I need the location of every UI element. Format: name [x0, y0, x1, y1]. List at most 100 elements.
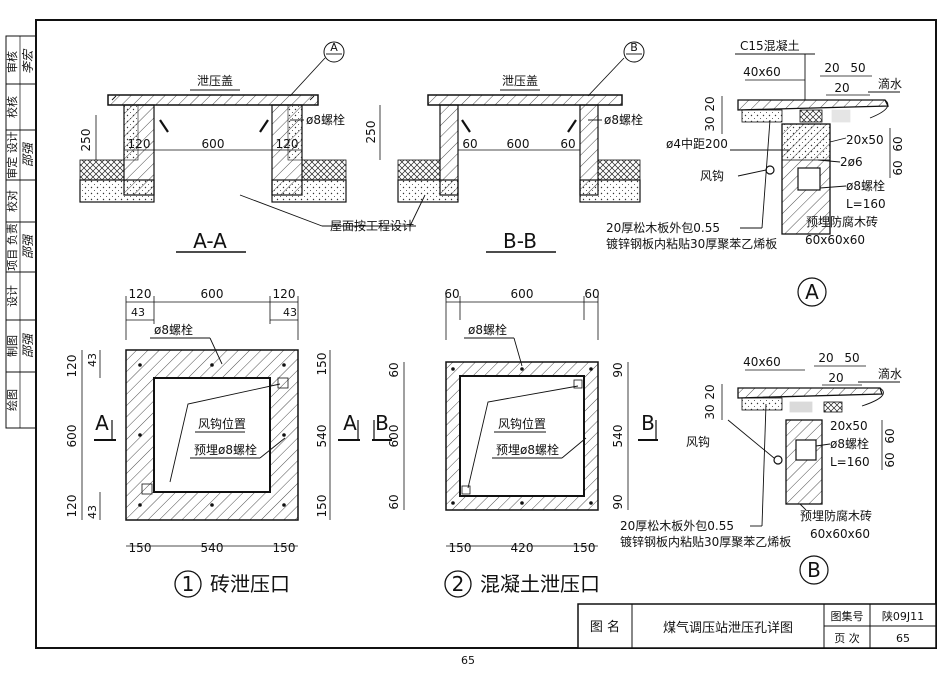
p2-top-dim-left: 60 [444, 287, 459, 301]
p1-top-small-right: 43 [283, 306, 297, 319]
p1-left-dim-center: 600 [65, 425, 79, 448]
tb-page-label: 页 次 [834, 631, 860, 645]
da-size: 20x50 [846, 133, 884, 147]
p1-top-small-left: 43 [131, 306, 145, 319]
da-block-size: 60x60x60 [805, 233, 865, 247]
p2-cut-right: B [641, 411, 655, 435]
aa-callout: A [330, 41, 338, 54]
p1-title: 砖泄压口 [210, 572, 290, 596]
db-block: 预埋防腐木砖 [800, 508, 872, 523]
p1-top-dim-right: 120 [273, 287, 296, 301]
bb-dim-right: 60 [560, 137, 575, 151]
p2-left-dim-bottom: 60 [387, 494, 401, 509]
da-rebar: 2ø6 [840, 155, 863, 169]
p1-right-dim-top: 150 [315, 353, 329, 376]
p1-top-dim-left: 120 [129, 287, 152, 301]
p2-number: 2 [452, 572, 465, 596]
bb-dim-left: 60 [462, 137, 477, 151]
p1-left-small-top: 43 [86, 353, 99, 367]
roof-note: 屋面按工程设计 [330, 218, 414, 233]
tb-atlas-no: 陕09J11 [882, 609, 924, 623]
p1-left-small-bottom: 43 [86, 505, 99, 519]
da-block: 预埋防腐木砖 [806, 214, 878, 229]
p1-left-dim-top: 120 [65, 355, 79, 378]
p1-embed-bolt: 预埋ø8螺栓 [194, 442, 257, 457]
db-drip: 滴水 [878, 366, 902, 381]
p1-number: 1 [182, 572, 195, 596]
signature-sidebar: 审核 李宏 校核 审定 设计 邵强 校对 项目 负责 邵强 设计 制图 邵强 绘… [5, 35, 37, 429]
p1-cut-right: A [343, 411, 357, 435]
db-bolt: ø8螺栓 [830, 436, 869, 451]
da-v2: 60 [891, 160, 905, 175]
sidebar-label-8: 绘图 [5, 389, 19, 411]
da-bolt: ø8螺栓 [846, 178, 885, 193]
db-d2: 20 [818, 351, 833, 365]
sidebar-sign-7: 邵强 [21, 333, 35, 358]
sidebar-sign-1: 李宏 [21, 48, 35, 74]
da-h1: 30 [703, 116, 717, 131]
db-v1: 60 [883, 428, 897, 443]
p2-hook-pos: 风钩位置 [498, 416, 546, 431]
da-d4: 20 [834, 81, 849, 95]
db-v2: 60 [883, 452, 897, 467]
p1-bottom-dim-right: 150 [273, 541, 296, 555]
db-length: L=160 [830, 455, 870, 469]
p2-right-dim-bottom: 90 [611, 494, 625, 509]
bb-dim-height: 250 [364, 121, 378, 144]
p1-bottom-dim-center: 540 [201, 541, 224, 555]
bb-callout: B [630, 41, 638, 54]
db-d3: 50 [844, 351, 859, 365]
section-aa: 250 120 600 120 泄压盖 A ø8螺栓 A-A [79, 41, 347, 253]
bb-bolt-label: ø8螺栓 [604, 112, 643, 127]
sidebar-sign-3: 邵强 [21, 142, 35, 167]
aa-dim-left: 120 [128, 137, 151, 151]
db-note2: 镀锌钢板内粘贴30厚聚苯乙烯板 [620, 534, 791, 549]
db-size: 20x50 [830, 419, 868, 433]
detail-a: C15混凝土 40x60 20 50 20 滴水 30 20 20x50 2ø6… [606, 38, 905, 307]
detail-b: 40x60 20 50 20 滴水 30 20 20x50 ø8螺栓 L=160… [620, 351, 902, 585]
p2-bottom-dim-right: 150 [573, 541, 596, 555]
da-note1: 20厚松木板外包0.55 [606, 221, 720, 235]
p2-title: 混凝土泄压口 [480, 572, 600, 596]
title-block: 图 名 煤气调压站泄压孔详图 图集号 陕09J11 页 次 65 [577, 603, 937, 649]
da-d3: 50 [850, 61, 865, 75]
bb-dim-center: 600 [507, 137, 530, 151]
da-d2: 20 [824, 61, 839, 75]
da-bar: ø4中距200 [666, 136, 728, 151]
p2-left-dim-top: 60 [387, 362, 401, 377]
p1-left-dim-bottom: 120 [65, 495, 79, 518]
aa-cover-label: 泄压盖 [197, 74, 233, 88]
sidebar-label-1: 审核 [5, 51, 19, 73]
p1-bottom-dim-left: 150 [129, 541, 152, 555]
p1-right-dim-bottom: 150 [315, 495, 329, 518]
p1-top-dim-center: 600 [201, 287, 224, 301]
da-note2: 镀锌钢板内粘贴30厚聚苯乙烯板 [606, 236, 777, 251]
db-hook: 风钩 [686, 435, 710, 449]
db-h2: 20 [703, 384, 717, 399]
p2-right-dim-center: 540 [611, 425, 625, 448]
db-note1: 20厚松木板外包0.55 [620, 519, 734, 533]
da-concrete: C15混凝土 [740, 38, 800, 53]
p2-bottom-dim-center: 420 [511, 541, 534, 555]
sidebar-sign-5: 邵强 [21, 234, 35, 259]
db-d4: 20 [828, 371, 843, 385]
bb-title: B-B [503, 229, 537, 253]
db-callout: B [807, 558, 821, 582]
aa-dim-right: 120 [276, 137, 299, 151]
section-bb: 250 60 600 60 泄压盖 B ø8螺栓 B-B [364, 41, 645, 253]
p2-top-dim-right: 60 [584, 287, 599, 301]
da-callout: A [805, 280, 819, 304]
tb-page-no: 65 [896, 632, 910, 645]
p2-bottom-dim-left: 150 [449, 541, 472, 555]
sidebar-label-7: 制图 [6, 335, 19, 357]
da-hook: 风钩 [700, 169, 724, 183]
aa-bolt-label: ø8螺栓 [306, 112, 345, 127]
aa-dim-center: 600 [202, 137, 225, 151]
aa-title: A-A [193, 229, 227, 253]
tb-name: 煤气调压站泄压孔详图 [663, 620, 793, 636]
tb-atlas-label: 图集号 [831, 609, 864, 623]
da-length: L=160 [846, 197, 886, 211]
tb-label: 图 名 [590, 619, 620, 635]
